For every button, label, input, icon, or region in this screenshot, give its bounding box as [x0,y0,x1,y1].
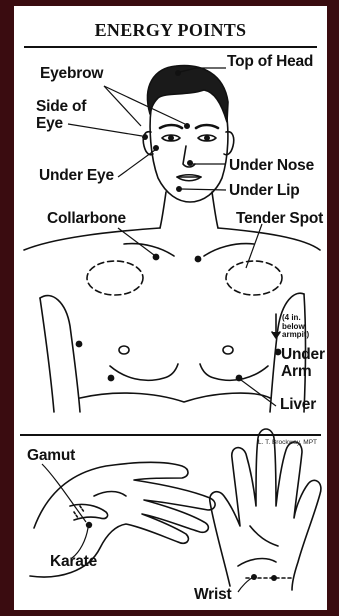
artist-credit: L. T. Brockway, MPT [258,439,317,446]
leader-wrist [238,578,252,592]
label-top-of-head: Top of Head [227,53,313,70]
chest-right [200,364,268,380]
label-liver: Liver [280,396,316,413]
chest-left [110,364,178,380]
left-eyebrow [160,125,182,128]
label-side-of-eye: Side of Eye [36,98,86,132]
label-under-eye: Under Eye [39,167,114,184]
label-under-arm: Under Arm [281,346,325,380]
diagram-card: ENERGY POINTS [14,6,327,610]
label-gamut: Gamut [27,447,75,464]
shoulder-line [24,228,160,250]
hair [148,66,228,122]
body-illustration [14,6,327,610]
neck [160,192,166,228]
torso-lower [80,393,270,402]
tender-spot-left [87,261,143,295]
label-karate: Karate [50,553,97,570]
right-collarbone [204,244,254,256]
leader-under-lip [181,189,226,190]
left-nipple [119,346,129,354]
label-below-armpit-note: (4 in. below armpit) [282,314,309,340]
label-eyebrow: Eyebrow [40,65,103,82]
label-tender-spot: Tender Spot [236,210,323,227]
leader-gamut [42,464,86,522]
right-hand [210,429,321,590]
label-under-lip: Under Lip [229,182,300,199]
right-eyebrow [196,125,218,128]
leader-collarbone [118,228,154,255]
label-under-nose: Under Nose [229,157,314,174]
leader-under-eye [118,150,155,177]
label-collarbone: Collarbone [47,210,126,227]
leader-eyebrow-1 [104,86,141,126]
tender-spot-right [226,261,282,295]
left-collarbone [124,244,174,256]
right-nipple [223,346,233,354]
torso-left-arm [40,296,80,412]
right-ear [224,132,234,155]
label-wrist: Wrist [194,586,231,603]
